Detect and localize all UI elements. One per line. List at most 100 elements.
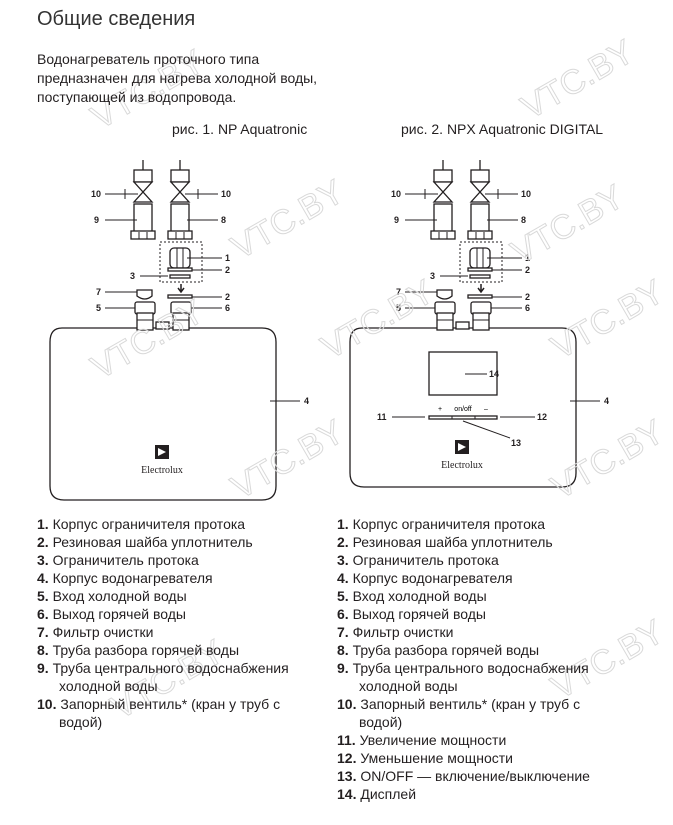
electrolux-logo-mark xyxy=(458,443,466,451)
fig1-outlet-conn xyxy=(172,312,190,331)
fig2-small-box xyxy=(455,321,470,330)
watermark: VTC.BY xyxy=(545,413,670,507)
item-number: 4. xyxy=(337,570,349,586)
callout-label: 13 xyxy=(511,438,521,448)
callout-label: 11 xyxy=(377,412,387,422)
callout-label: 4 xyxy=(604,396,609,406)
callout-label: 3 xyxy=(430,271,435,281)
callout-label: 9 xyxy=(94,215,99,225)
fig1-inlet-conn xyxy=(136,312,154,331)
electrolux-logo-mark xyxy=(158,448,166,456)
fig1-cold-pipe-body xyxy=(133,203,153,233)
item-text: Выход горячей воды xyxy=(52,606,186,622)
fig1-hot-valve-cross xyxy=(169,181,191,203)
callout-label: 12 xyxy=(537,412,547,422)
list-item: 3. Ограничитель протока xyxy=(337,551,590,569)
callout-label: 2 xyxy=(225,265,230,275)
item-number: 1. xyxy=(337,516,349,532)
list-item: 14. Дисплей xyxy=(337,785,590,803)
list-item: 13. ON/OFF — включение/выключение xyxy=(337,767,590,785)
item-text-cont: водой) xyxy=(359,714,403,730)
arrow-down-icon xyxy=(177,284,185,294)
item-text: Корпус водонагревателя xyxy=(52,570,213,586)
fig2-filter xyxy=(436,289,453,300)
item-text-cont: холодной воды xyxy=(59,678,158,694)
item-number: 14. xyxy=(337,786,357,802)
item-text: Корпус водонагревателя xyxy=(352,570,513,586)
fig1-hot-nut xyxy=(167,230,193,240)
callout-label: 3 xyxy=(130,271,135,281)
item-number: 2. xyxy=(337,534,349,550)
item-number: 4. xyxy=(37,570,49,586)
list-item: 1. Корпус ограничителя протока xyxy=(37,515,289,533)
item-text: Ограничитель протока xyxy=(52,552,199,568)
callout-label: 5 xyxy=(396,303,401,313)
list-item: 6. Выход горячей воды xyxy=(337,605,590,623)
fig1-hot-valve-top xyxy=(170,169,190,183)
item-number: 11. xyxy=(337,732,356,748)
callout-label: 2 xyxy=(525,265,530,275)
list-item: 12. Уменьшение мощности xyxy=(337,749,590,767)
fig1-flow-limiter-box xyxy=(159,241,203,283)
item-text-cont: водой) xyxy=(59,714,103,730)
fig2-inlet-conn xyxy=(436,312,454,331)
item-text: Выход горячей воды xyxy=(352,606,486,622)
item-text: Труба центрального водоснабжения xyxy=(52,660,289,676)
list-item: 7. Фильтр очистки xyxy=(37,623,289,641)
fig2-cold-valve-top xyxy=(433,169,453,183)
item-number: 13. xyxy=(337,768,357,784)
callout-label: 10 xyxy=(91,189,101,199)
list-item: 4. Корпус водонагревателя xyxy=(337,569,590,587)
item-text: ON/OFF — включение/выключение xyxy=(360,768,590,784)
item-text: Труба разбора горячей воды xyxy=(52,642,240,658)
fig1-cold-valve-cross xyxy=(132,181,154,203)
brand-name: Electrolux xyxy=(141,465,183,476)
item-text: Фильтр очистки xyxy=(352,624,454,640)
list-item: 2. Резиновая шайба уплотнитель xyxy=(337,533,590,551)
callout-label: 1 xyxy=(225,253,230,263)
fig1-filter xyxy=(136,289,153,300)
watermark: VTC.BY xyxy=(225,413,350,507)
callout-label: 7 xyxy=(96,287,101,297)
item-text: Труба центрального водоснабжения xyxy=(352,660,589,676)
item-text: Запорный вентиль* (кран у труб с xyxy=(60,696,281,712)
list-item: 5. Вход холодной воды xyxy=(37,587,289,605)
item-number: 6. xyxy=(337,606,349,622)
list-item: 7. Фильтр очистки xyxy=(337,623,590,641)
list-item: 11. Увеличение мощности xyxy=(337,731,590,749)
item-text: Резиновая шайба уплотнитель xyxy=(352,534,553,550)
item-number: 10. xyxy=(37,696,57,712)
watermark: VTC.BY xyxy=(545,273,670,367)
callout-label: 10 xyxy=(521,189,531,199)
item-text: Резиновая шайба уплотнитель xyxy=(52,534,253,550)
item-text: Корпус ограничителя протока xyxy=(352,516,546,532)
fig2-cold-nut xyxy=(430,230,456,240)
fig2-flow-limiter-box xyxy=(459,241,503,283)
item-number: 9. xyxy=(337,660,349,676)
callout-label: 14 xyxy=(489,369,499,379)
brand-name: Electrolux xyxy=(441,460,483,471)
callout-label: 2 xyxy=(525,292,530,302)
callout-label: 2 xyxy=(225,292,230,302)
arrow-down-icon xyxy=(477,284,485,294)
callout-label: 4 xyxy=(304,396,309,406)
list-item: 5. Вход холодной воды xyxy=(337,587,590,605)
figure2-caption: рис. 2. NPX Aquatronic DIGITAL xyxy=(401,121,604,137)
item-number: 1. xyxy=(37,516,49,532)
fig2-cold-pipe-body xyxy=(433,203,453,233)
item-number: 8. xyxy=(337,642,349,658)
item-number: 3. xyxy=(337,552,349,568)
item-number: 7. xyxy=(37,624,49,640)
item-number: 10. xyxy=(337,696,357,712)
item-number: 2. xyxy=(37,534,49,550)
fig2-heater-body xyxy=(349,327,577,488)
item-number: 6. xyxy=(37,606,49,622)
intro-text: Водонагреватель проточного типа предназн… xyxy=(37,51,318,105)
item-text: Увеличение мощности xyxy=(359,732,507,748)
power-up-button-label: + xyxy=(438,406,442,413)
callout-label: 7 xyxy=(396,287,401,297)
item-text: Корпус ограничителя протока xyxy=(52,516,246,532)
fig2-cold-valve-cross xyxy=(432,181,454,203)
